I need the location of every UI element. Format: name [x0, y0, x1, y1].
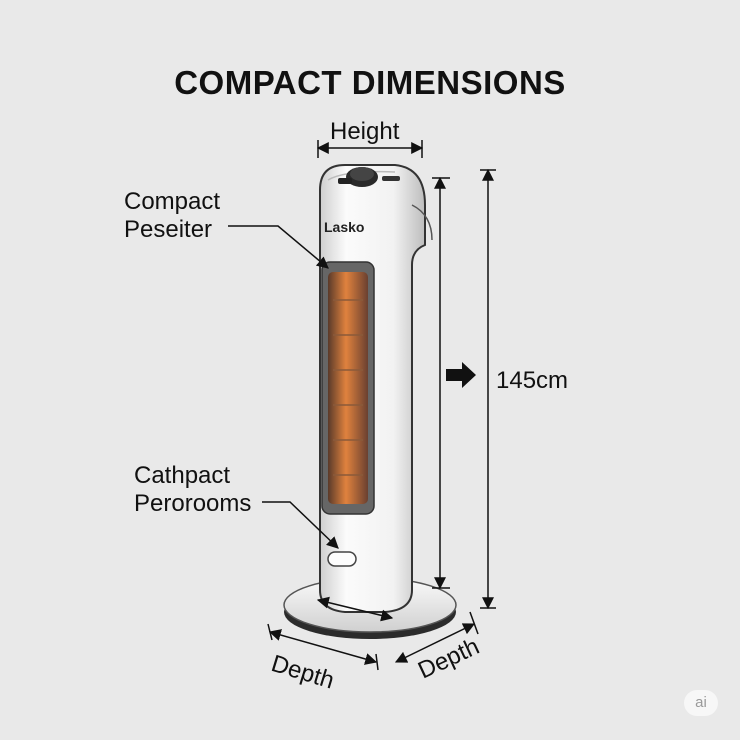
pointer-arrow-icon: [446, 362, 476, 388]
height-value-label: 145cm: [496, 367, 569, 394]
callout-bottom-line2: Perorooms: [134, 490, 252, 517]
height-label: Height: [330, 118, 400, 145]
ai-watermark-badge: ai: [684, 690, 718, 716]
vertical-dimension-lines: [432, 168, 496, 610]
brand-logo: Lasko: [324, 219, 364, 235]
callout-bottom: Cathpact Perorooms: [134, 462, 251, 518]
heating-element-window: [321, 261, 375, 515]
power-button: [327, 551, 357, 567]
height-dimension-line: [316, 140, 424, 158]
depth-dimension-left: [267, 623, 379, 671]
callout-top: Compact Peseiter: [124, 188, 220, 244]
page-title: COMPACT DIMENSIONS: [174, 64, 566, 101]
depth-dimension-right: [394, 611, 479, 663]
callout-top-line1: Compact: [124, 188, 221, 215]
base-depth-line: [316, 596, 394, 622]
heater-tower: [319, 164, 433, 613]
callout-top-line2: Peseiter: [124, 216, 213, 243]
callout-bottom-line1: Cathpact: [134, 462, 231, 489]
callout-leader-top: [228, 225, 329, 269]
control-knob: [346, 167, 378, 187]
callout-leader-bottom: [262, 501, 339, 549]
